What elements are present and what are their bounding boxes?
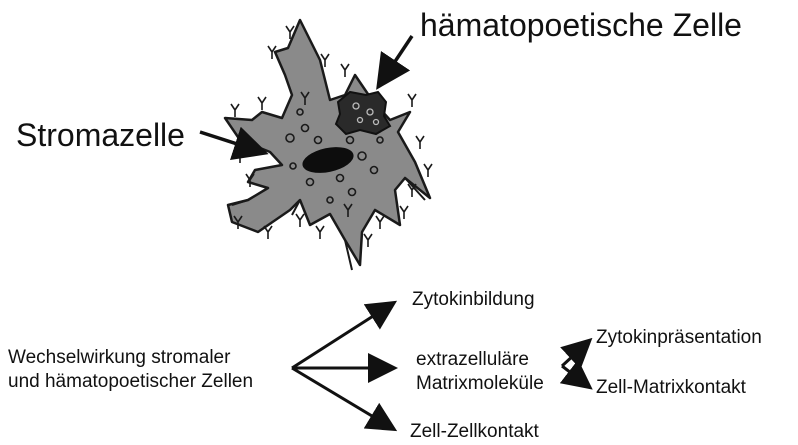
haematopoietic-cell-body bbox=[336, 92, 390, 134]
cytokine-production-label: Zytokinbildung bbox=[412, 290, 535, 311]
ecm-label-line1: extrazelluläre bbox=[416, 348, 544, 372]
cell-cell-contact-label: Zell-Zellkontakt bbox=[410, 422, 539, 443]
arrow-cytokine-production bbox=[292, 304, 392, 368]
haematopoietic-cell bbox=[336, 92, 390, 134]
arrow-cytokine-presentation bbox=[562, 342, 588, 366]
interaction-arrows bbox=[292, 304, 392, 428]
interaction-label-line2: und hämatopoetischer Zellen bbox=[8, 370, 253, 394]
stromal-cell-label: Stromazelle bbox=[16, 118, 185, 153]
interaction-label: Wechselwirkung stromaler und hämatopoeti… bbox=[8, 346, 253, 394]
stromal-cell bbox=[225, 20, 432, 270]
cell-matrix-contact-label: Zell-Matrixkontakt bbox=[596, 378, 746, 399]
haematopoietic-cell-arrow bbox=[380, 36, 412, 84]
interaction-label-line1: Wechselwirkung stromaler bbox=[8, 346, 253, 370]
haematopoietic-cell-label: hämatopoetische Zelle bbox=[420, 8, 742, 43]
ecm-label: extrazelluläre Matrixmoleküle bbox=[416, 348, 544, 396]
ecm-label-line2: Matrixmoleküle bbox=[416, 372, 544, 396]
arrow-cell-cell-contact bbox=[292, 368, 392, 428]
arrow-cell-matrix-contact bbox=[562, 366, 588, 386]
ecm-arrows bbox=[562, 342, 588, 386]
cytokine-presentation-label: Zytokinpräsentation bbox=[596, 328, 762, 349]
